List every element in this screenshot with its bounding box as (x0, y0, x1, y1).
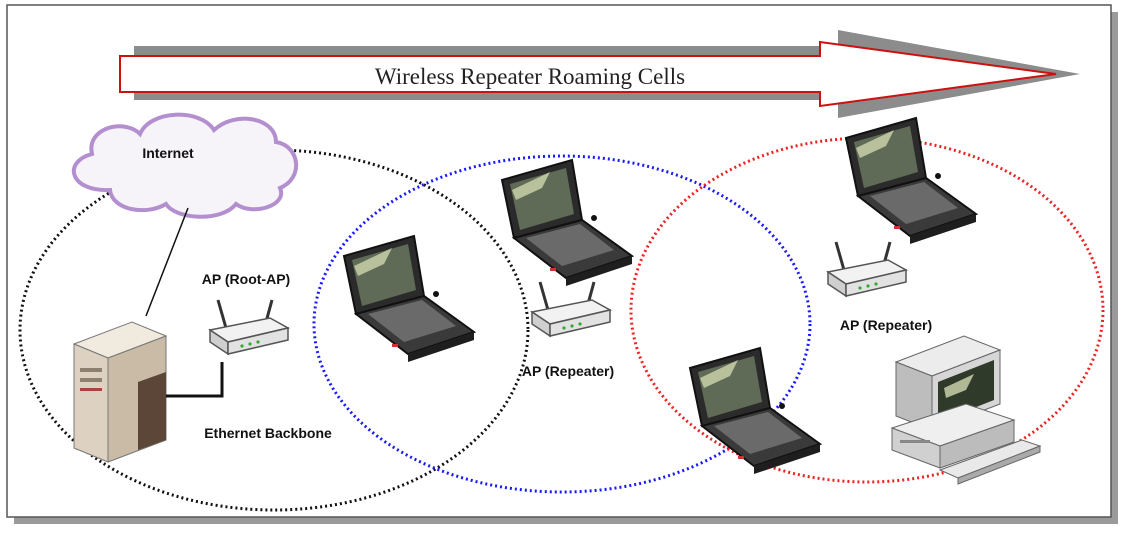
diagram-title: Wireless Repeater Roaming Cells (375, 64, 685, 89)
internet-link (145, 207, 189, 317)
repeater-ap-right-label: AP (Repeater) (840, 317, 932, 333)
internet-label: Internet (142, 145, 194, 161)
ethernet-cable (166, 362, 224, 398)
title-arrow (119, 40, 1057, 108)
server-tower-icon (72, 321, 168, 463)
root-ap-cell (18, 148, 530, 512)
repeater-cell-middle (312, 154, 812, 494)
desktop-computer-icon (890, 335, 1042, 485)
root-ap-label: AP (Root-AP) (202, 271, 290, 287)
internet-cloud-icon (72, 112, 298, 219)
repeater-ap-middle-label: AP (Repeater) (522, 363, 614, 379)
ethernet-backbone-label: Ethernet Backbone (204, 425, 332, 441)
